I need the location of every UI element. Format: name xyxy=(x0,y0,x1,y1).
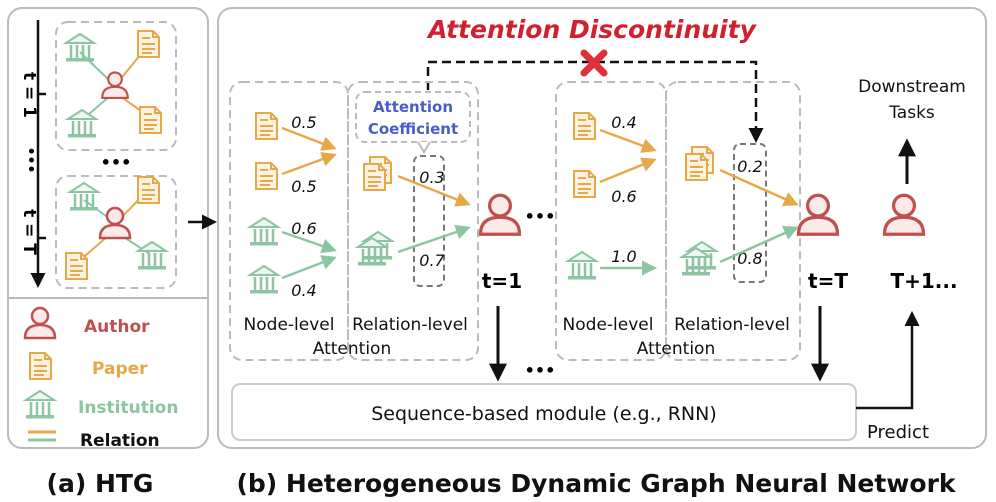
paper-icon xyxy=(65,252,88,280)
relation-level-box-left xyxy=(347,81,479,361)
relation-level-box-right xyxy=(665,81,801,361)
discontinuity-arrow xyxy=(426,60,764,143)
timeline-dots: ••• xyxy=(22,147,38,174)
institution-icon xyxy=(136,240,168,271)
paper-icon xyxy=(573,170,596,198)
step-label-next: T+1... xyxy=(890,269,957,293)
institution-legend-icon xyxy=(24,389,56,420)
weight-left-i2: 0.4 xyxy=(291,281,316,300)
node-level-label-right: Node-level xyxy=(563,315,654,335)
weight-left-p2: 0.5 xyxy=(291,177,316,196)
step-label-t1: t=1 xyxy=(482,269,522,293)
paper-icon xyxy=(139,106,162,134)
snapshot-tT xyxy=(55,175,177,289)
timeline-tT: t = T xyxy=(19,209,39,255)
paper-icon xyxy=(685,153,708,181)
seq-ellipsis: ••• xyxy=(525,361,556,380)
paper-icon xyxy=(255,112,278,140)
snapshot-t1 xyxy=(55,21,177,151)
node-level-box-right xyxy=(555,81,667,361)
institution-icon xyxy=(566,250,598,281)
sequence-module-box xyxy=(231,383,857,441)
paper-legend-icon xyxy=(29,352,52,380)
institution-icon xyxy=(356,236,388,267)
institution-icon xyxy=(66,108,98,139)
legend-author: Author xyxy=(84,317,150,337)
author-legend-icon xyxy=(23,306,57,340)
weight-left-p1: 0.5 xyxy=(291,113,316,132)
hdgnn-panel xyxy=(217,7,987,449)
timeline-t1: t = 1 xyxy=(19,72,39,118)
author-icon-tT xyxy=(796,193,840,236)
institution-icon xyxy=(248,264,280,295)
legend-paper: Paper xyxy=(92,359,148,379)
weight-right-p1: 0.4 xyxy=(611,113,636,132)
paper-icon xyxy=(255,162,278,190)
caption-a: (a) HTG xyxy=(47,469,154,498)
node-level-box-left xyxy=(229,81,349,361)
attention-label-right: Attention xyxy=(637,339,715,359)
attention-discontinuity-title: Attention Discontinuity xyxy=(426,15,757,44)
downstream-line2: Tasks xyxy=(888,103,935,123)
attention-coefficient-line2: Coefficient xyxy=(368,120,458,138)
middle-ellipsis: ••• xyxy=(525,207,556,226)
relation-level-label-right: Relation-level xyxy=(674,315,790,335)
relation-level-label-left: Relation-level xyxy=(352,315,468,335)
weight-left-r2: 0.7 xyxy=(419,251,445,270)
weight-right-r1: 0.2 xyxy=(737,157,762,176)
legend-institution: Institution xyxy=(78,398,178,418)
attention-coefficient-line1: Attention xyxy=(373,98,453,116)
paper-icon xyxy=(363,163,386,191)
weight-right-r2: 0.8 xyxy=(737,249,762,268)
author-icon-t1 xyxy=(478,193,522,236)
weight-left-r1: 0.3 xyxy=(419,168,444,187)
predict-arrow xyxy=(856,311,920,410)
paper-icon xyxy=(137,30,160,58)
institution-icon xyxy=(248,216,280,247)
node-level-label-left: Node-level xyxy=(244,315,335,335)
paper-icon xyxy=(573,112,596,140)
institution-icon xyxy=(68,181,100,212)
weight-right-p2: 0.6 xyxy=(611,187,636,206)
institution-icon xyxy=(64,32,96,63)
weight-left-i1: 0.6 xyxy=(291,219,316,238)
snapshot-ellipsis: ••• xyxy=(101,153,132,172)
caption-b: (b) Heterogeneous Dynamic Graph Neural N… xyxy=(236,469,956,498)
downstream-line1: Downstream xyxy=(858,77,966,97)
weight-right-i1: 1.0 xyxy=(611,247,636,266)
predict-label: Predict xyxy=(867,422,929,443)
institution-icon xyxy=(680,246,712,277)
sequence-module-label: Sequence-based module (e.g., RNN) xyxy=(371,403,717,425)
cross-icon xyxy=(580,49,608,77)
coefficient-box-left xyxy=(413,155,445,287)
step-label-tT: t=T xyxy=(808,269,848,293)
paper-icon xyxy=(137,176,160,204)
attention-coefficient-callout: Attention Coefficient xyxy=(355,91,471,154)
author-icon-next xyxy=(882,193,926,236)
legend-relation: Relation xyxy=(80,431,160,451)
attention-label-left: Attention xyxy=(313,339,391,359)
coefficient-box-right xyxy=(733,143,767,283)
